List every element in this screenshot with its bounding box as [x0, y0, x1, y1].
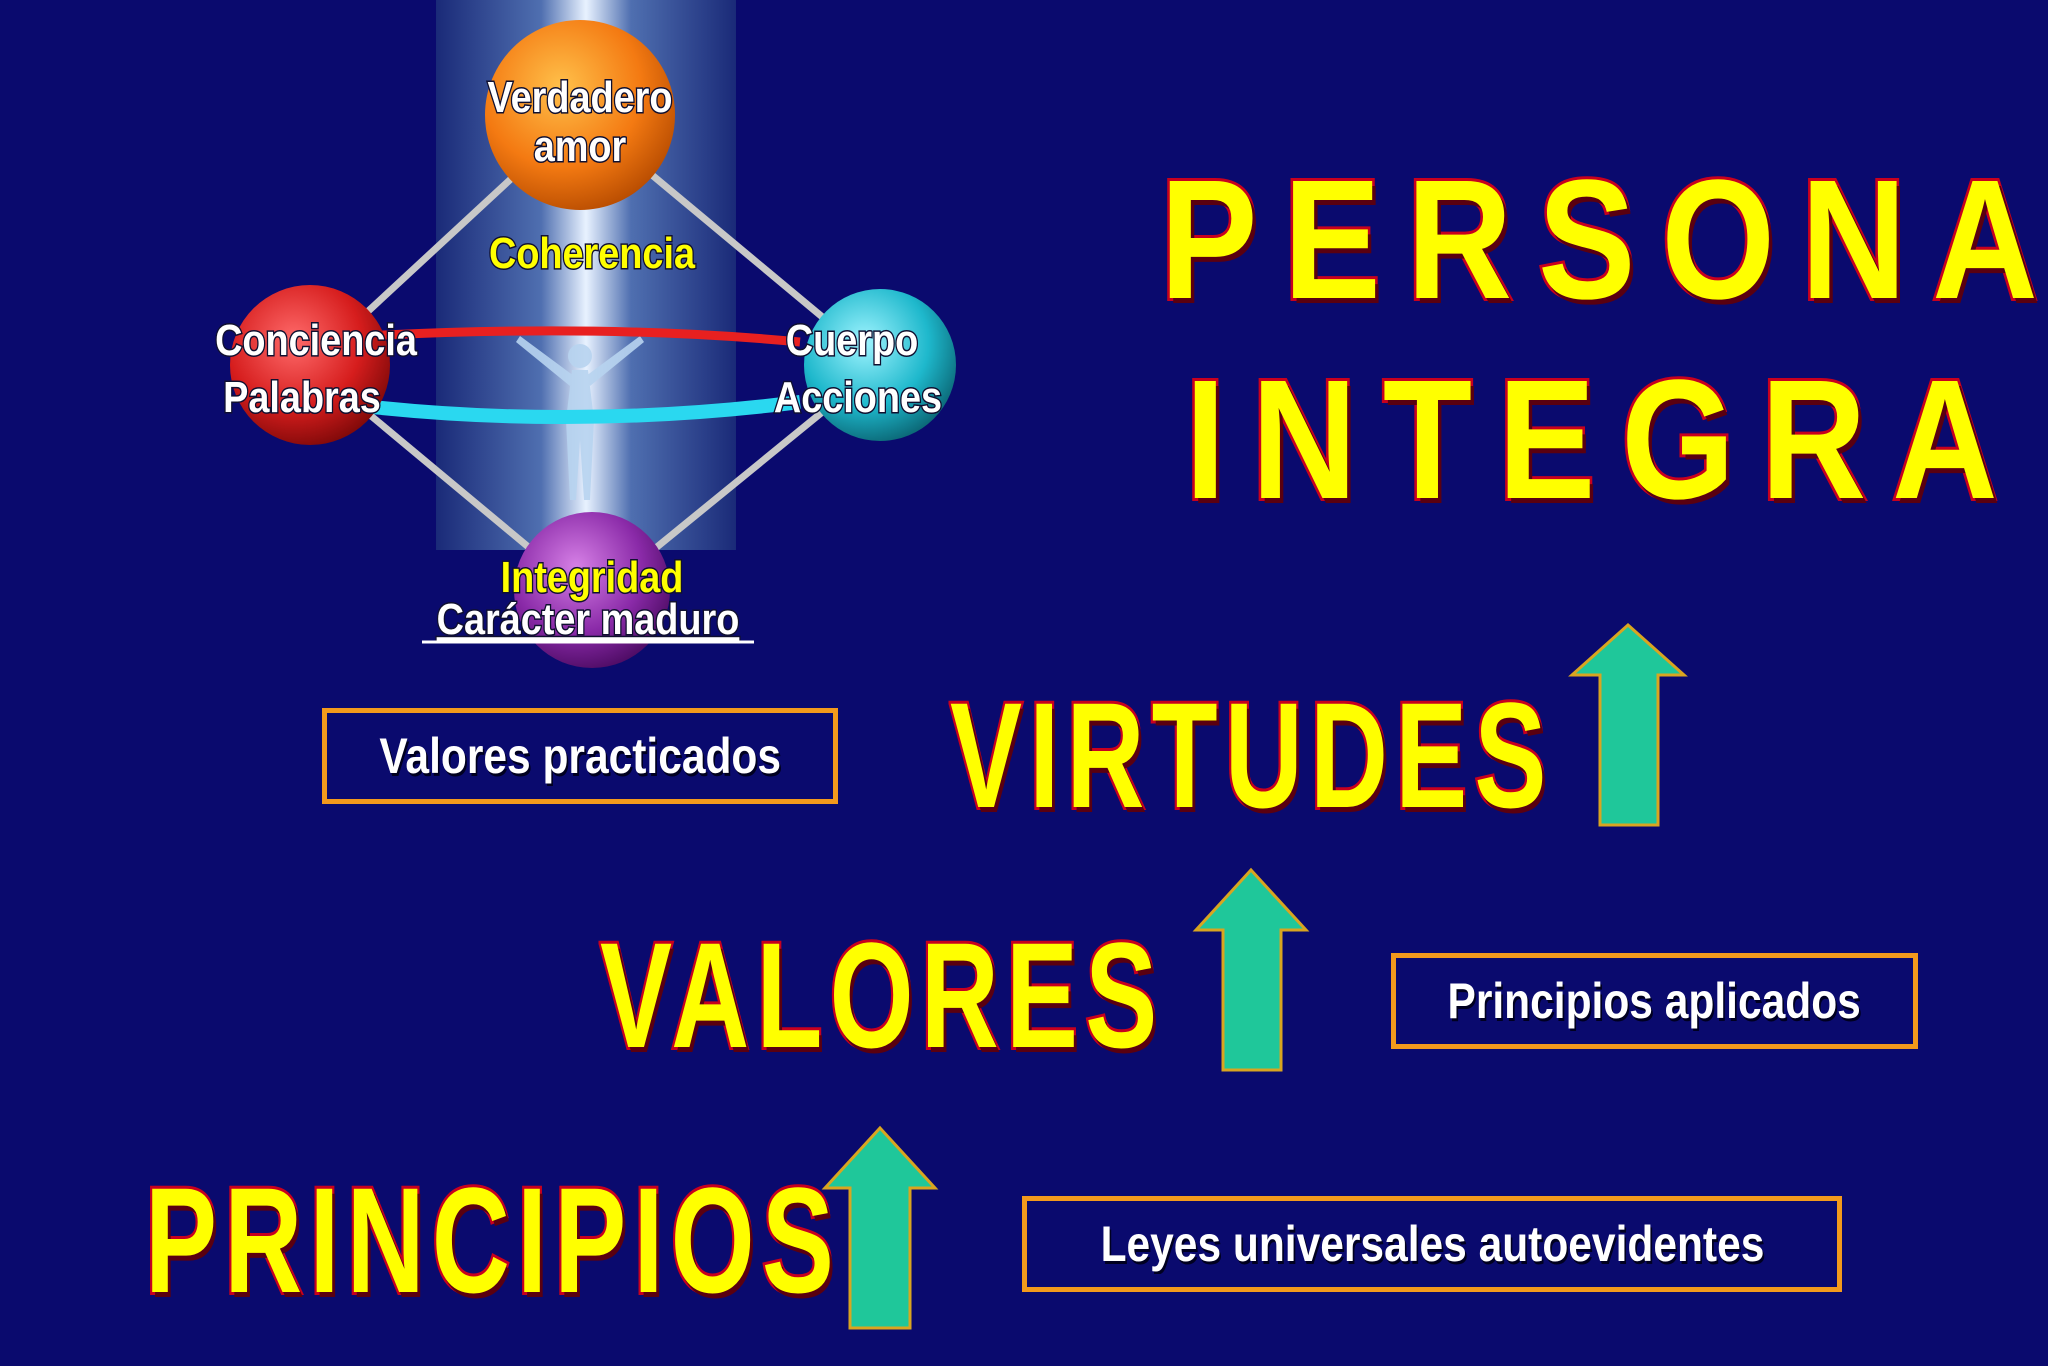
box-valores-practicados-text: Valores practicados [379, 728, 781, 784]
arrow-up-icon-2 [1192, 867, 1310, 1072]
sphere-bottom-purple [514, 512, 670, 668]
top-label-line2: amor [534, 121, 627, 170]
cyan-arc [329, 395, 801, 424]
level-virtudes: VIRTUDES [948, 671, 1554, 839]
arrow-up-icon-3 [1568, 622, 1688, 827]
sphere-top-orange [485, 20, 675, 210]
level-principios: PRINCIPIOS [143, 1156, 842, 1324]
title-line-2: INTEGRA [1182, 345, 2024, 535]
box-leyes-universales-text: Leyes universales autoevidentes [1100, 1216, 1764, 1272]
title-line-1: PERSONA [1157, 145, 2048, 335]
right-label-line1: Cuerpo [786, 315, 918, 364]
box-principios-aplicados: Principios aplicados [1391, 953, 1918, 1049]
box-leyes-universales: Leyes universales autoevidentes [1022, 1196, 1842, 1292]
box-valores-practicados: Valores practicados [322, 708, 838, 804]
sphere-left-red [230, 285, 390, 445]
right-label-line2: Acciones [774, 372, 942, 421]
bottom-label-line1: Integridad [501, 552, 684, 601]
center-label: Coherencia [489, 228, 696, 277]
arrow-up-icon-1 [821, 1125, 939, 1330]
sphere-right-cyan [804, 289, 956, 441]
box-principios-aplicados-text: Principios aplicados [1447, 973, 1862, 1029]
left-label-line2: Palabras [223, 372, 381, 421]
red-arc [329, 326, 801, 347]
level-valores: VALORES [598, 911, 1165, 1079]
left-label-line1: Conciencia [215, 315, 418, 364]
bottom-label-line2: Carácter maduro [437, 594, 740, 643]
top-label-line1: Verdadero [487, 72, 672, 121]
human-figure-icon [516, 336, 644, 500]
